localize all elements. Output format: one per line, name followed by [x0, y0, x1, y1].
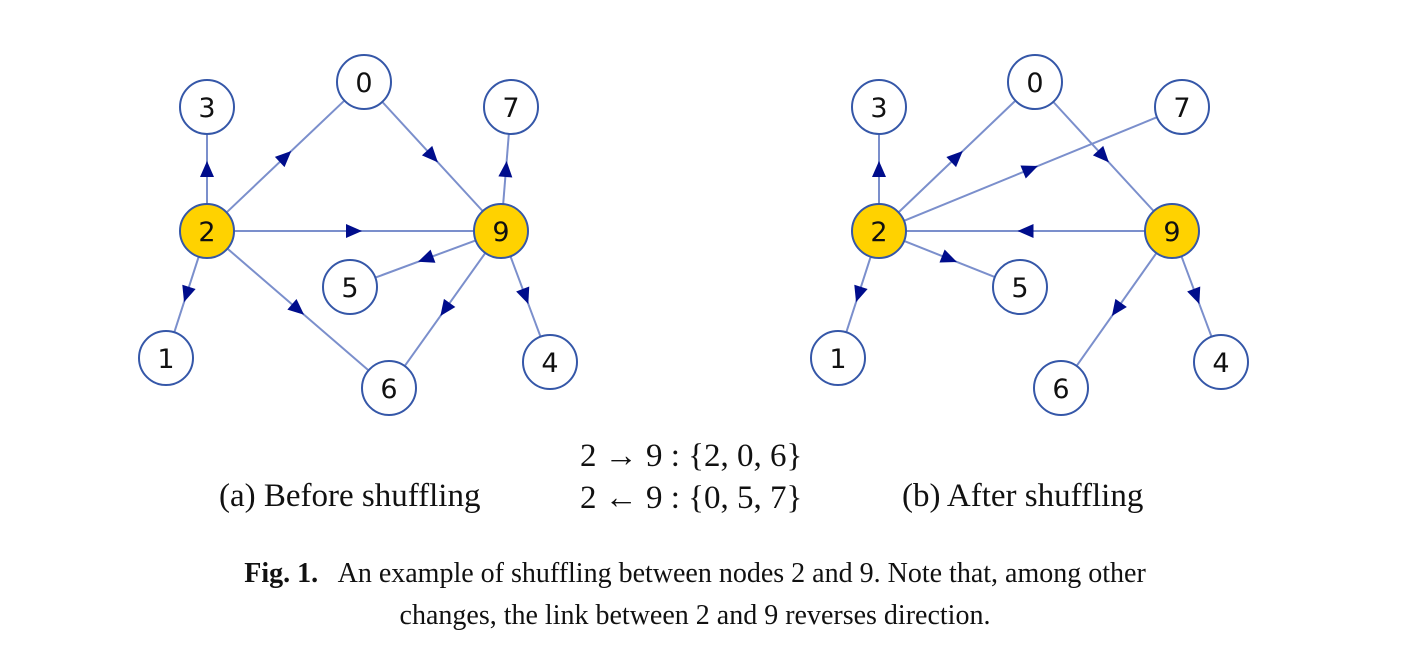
node-circle-5 [322, 259, 378, 315]
node-circle-9 [473, 203, 529, 259]
arrowhead-2-to-3 [200, 161, 214, 177]
arrowhead-2-to-9 [346, 224, 362, 238]
node-1: 1 [138, 330, 194, 386]
arrowhead-2-to-1 [182, 284, 196, 303]
node-label-7: 7 [502, 93, 519, 124]
node-circle-6 [1033, 360, 1089, 416]
node-9: 9 [1144, 203, 1200, 259]
edges [173, 99, 542, 372]
arrowhead-2-to-3 [872, 161, 886, 177]
node-0: 0 [336, 54, 392, 110]
node-label-5: 5 [1011, 273, 1028, 304]
subcaption-before: (a) Before shuffling [219, 478, 481, 514]
arrowhead-2-to-0 [946, 150, 963, 168]
node-circle-4 [1193, 334, 1249, 390]
node-label-1: 1 [157, 344, 174, 375]
mapping-backward: 2 ← 9 : {0, 5, 7} [580, 480, 803, 516]
node-label-0: 0 [1026, 68, 1043, 99]
node-5: 5 [992, 259, 1048, 315]
node-label-4: 4 [541, 348, 558, 379]
arrowhead-0-to-9 [421, 145, 438, 163]
arrowhead-9-to-4 [516, 286, 530, 304]
node-circle-7 [483, 79, 539, 135]
node-0: 0 [1007, 54, 1063, 110]
edges [845, 99, 1213, 367]
node-circle-1 [810, 330, 866, 386]
arrowhead-2-to-7 [1020, 165, 1038, 179]
node-label-2: 2 [870, 217, 887, 248]
node-1: 1 [810, 330, 866, 386]
arrowhead-9-to-7 [498, 161, 513, 178]
node-2: 2 [179, 203, 235, 259]
arrowhead-9-to-2 [1017, 224, 1034, 238]
node-circle-0 [336, 54, 392, 110]
node-label-3: 3 [198, 93, 215, 124]
graph-after-shuffling: 0 1 2 3 4 5 6 7 9 [810, 54, 1249, 416]
figure-caption-line1: Fig. 1. An example of shuffling between … [0, 554, 1390, 594]
node-5: 5 [322, 259, 378, 315]
node-label-1: 1 [829, 344, 846, 375]
node-circle-7 [1154, 79, 1210, 135]
node-3: 3 [851, 79, 907, 135]
figure-label: Fig. 1. [244, 558, 319, 589]
node-circle-9 [1144, 203, 1200, 259]
nodes: 0 1 2 3 4 5 6 7 9 [138, 54, 578, 416]
arrowhead-2-to-5 [939, 249, 957, 263]
graph-figure: 0 1 2 3 4 5 6 7 9 0 1 2 3 4 5 6 7 9 [138, 54, 1249, 416]
arrowhead-2-to-0 [274, 150, 292, 168]
node-4: 4 [1193, 334, 1249, 390]
node-label-2: 2 [198, 217, 215, 248]
arrowhead-2-to-1 [854, 284, 868, 303]
arrowhead-9-to-6 [1111, 298, 1127, 317]
node-6: 6 [1033, 360, 1089, 416]
graph-before-shuffling: 0 1 2 3 4 5 6 7 9 [138, 54, 578, 416]
arrowhead-0-to-9 [1092, 145, 1109, 163]
arrowhead-9-to-5 [417, 249, 436, 263]
node-circle-3 [851, 79, 907, 135]
node-circle-3 [179, 79, 235, 135]
node-label-3: 3 [870, 93, 887, 124]
caption-text-line1: An example of shuffling between nodes 2 … [337, 558, 1146, 589]
node-circle-5 [992, 259, 1048, 315]
subcaption-after: (b) After shuffling [902, 478, 1144, 514]
node-label-5: 5 [341, 273, 358, 304]
node-7: 7 [483, 79, 539, 135]
node-circle-2 [851, 203, 907, 259]
node-label-0: 0 [355, 68, 372, 99]
node-label-6: 6 [380, 374, 397, 405]
arrowhead-9-to-4 [1187, 286, 1201, 304]
mapping-forward: 2 → 9 : {2, 0, 6} [580, 438, 803, 474]
arrowhead-9-to-6 [440, 298, 456, 317]
node-3: 3 [179, 79, 235, 135]
node-circle-1 [138, 330, 194, 386]
node-label-9: 9 [492, 217, 509, 248]
node-circle-6 [361, 360, 417, 416]
node-circle-4 [522, 334, 578, 390]
node-circle-2 [179, 203, 235, 259]
figure-caption-line2: changes, the link between 2 and 9 revers… [399, 600, 991, 631]
node-9: 9 [473, 203, 529, 259]
node-4: 4 [522, 334, 578, 390]
node-label-6: 6 [1052, 374, 1069, 405]
nodes: 0 1 2 3 4 5 6 7 9 [810, 54, 1249, 416]
node-6: 6 [361, 360, 417, 416]
node-7: 7 [1154, 79, 1210, 135]
node-circle-0 [1007, 54, 1063, 110]
node-label-9: 9 [1163, 217, 1180, 248]
node-label-4: 4 [1212, 348, 1229, 379]
node-label-7: 7 [1173, 93, 1190, 124]
node-2: 2 [851, 203, 907, 259]
arrowhead-2-to-6 [287, 298, 305, 315]
